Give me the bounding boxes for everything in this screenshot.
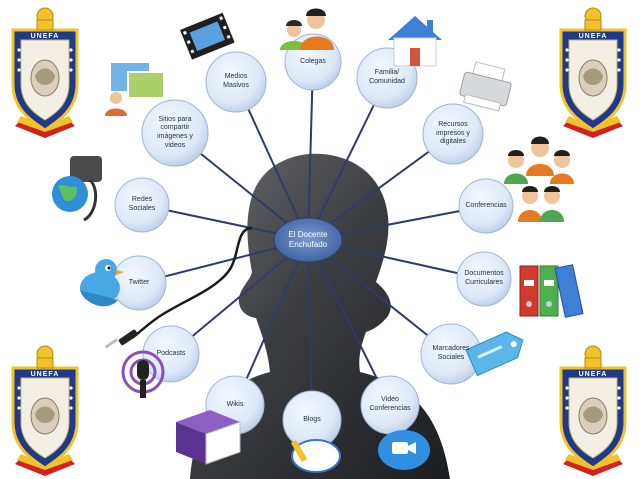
home-icon (388, 16, 442, 66)
crest-top-right: UNEFA (561, 8, 625, 138)
printer-icon (458, 60, 515, 112)
tag-icon (466, 327, 529, 375)
crest-bottom-right: UNEFA (561, 346, 625, 476)
crest-top-left-text: UNEFA (31, 33, 60, 40)
crest-bottom-right-text: UNEFA (579, 371, 608, 378)
bubble-conferencias (459, 179, 513, 233)
blog-icon (291, 440, 340, 472)
globe-icon (52, 156, 102, 220)
bubble-twitter (112, 256, 166, 310)
bubble-video-conferencias (361, 376, 419, 434)
bubble-documentos-curriculares (457, 252, 511, 306)
center-label: El Docente Enchufado (276, 222, 340, 258)
crest-top-right-text: UNEFA (579, 33, 608, 40)
bubble-medios-masivos (206, 52, 266, 112)
users-icon (280, 9, 334, 51)
video-call-icon (378, 430, 430, 470)
bubble-redes-sociales (115, 178, 169, 232)
crest-bottom-left: UNEFA (13, 346, 77, 476)
video-icon (180, 13, 235, 60)
bubble-sitios-compartir (142, 100, 208, 166)
bubble-recursos-impresos (423, 104, 483, 164)
crest-top-left: UNEFA (13, 8, 77, 138)
group-icon (504, 137, 574, 223)
crest-bottom-left-text: UNEFA (31, 371, 60, 378)
binders-icon (520, 265, 583, 318)
